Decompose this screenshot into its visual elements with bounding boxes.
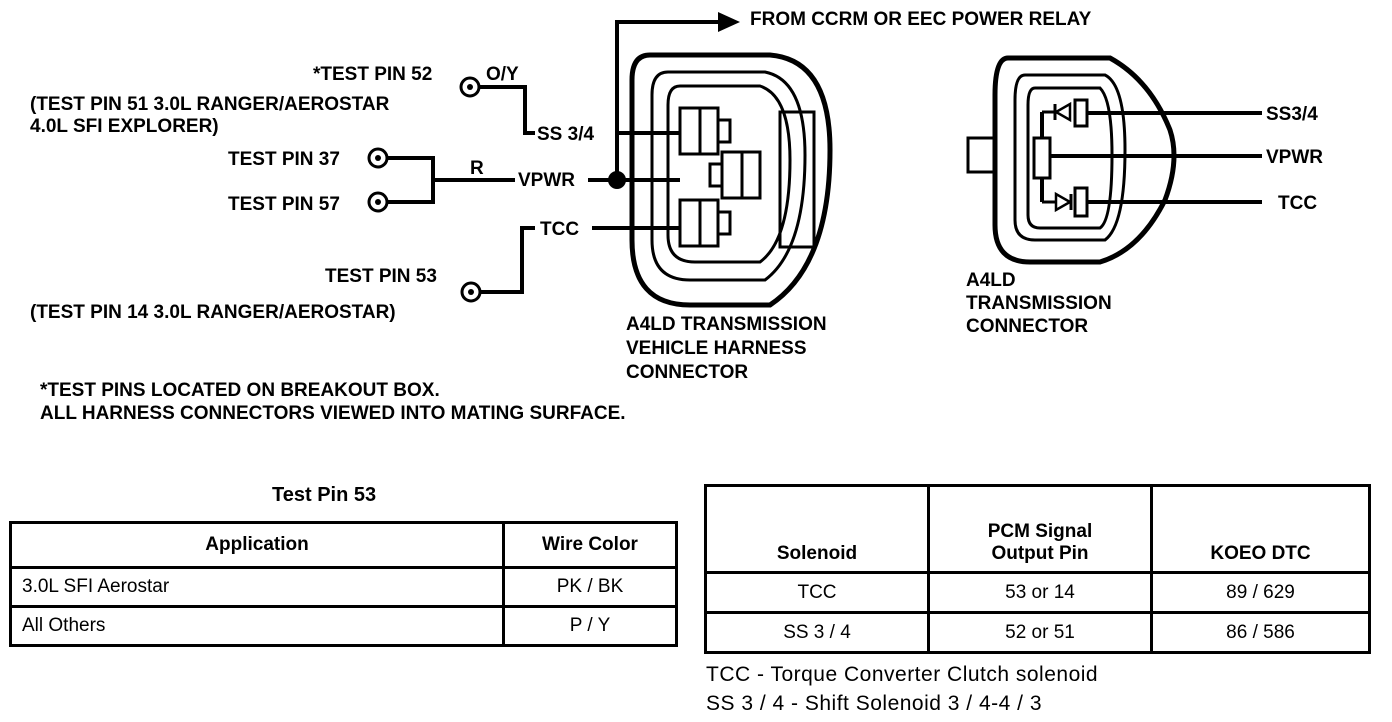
table-row: 3.0L SFI Aerostar PK / BK [9,566,678,608]
solenoid-table: Solenoid PCM Signal Output Pin KOEO DTC … [704,484,1371,654]
trans-caption-line1: A4LD [966,270,1016,291]
note-line2: ALL HARNESS CONNECTORS VIEWED INTO MATIN… [40,403,626,424]
harness-tcc-label: TCC [540,219,579,240]
test-pin-51-label-line2: 4.0L SFI EXPLORER) [30,116,219,137]
table-row: SS 3 / 4 52 or 51 86 / 586 [704,611,1371,654]
wire-color-r: R [470,158,484,179]
header-solenoid: Solenoid [704,484,930,574]
pin-terminal-52 [459,76,481,98]
header-pcm-output-pin: PCM Signal Output Pin [927,484,1153,574]
header-application: Application [9,521,505,569]
table-header-row: Application Wire Color [9,521,678,569]
cell-pcm-pin: 53 or 14 [927,571,1153,614]
test-pin-37-label: TEST PIN 37 [228,149,340,170]
trans-ss34-label: SS3/4 [1266,104,1318,125]
wire-pin37-57 [388,156,435,204]
legend-ss34: SS 3 / 4 - Shift Solenoid 3 / 4-4 / 3 [706,692,1043,715]
header-pcm-line2: Output Pin [991,543,1089,564]
legend-tcc: TCC - Torque Converter Clutch solenoid [706,663,1099,686]
header-pcm-line1: PCM Signal [987,521,1093,542]
cell-solenoid: SS 3 / 4 [704,611,930,654]
harness-ss34-label: SS 3/4 [537,124,594,145]
wire-pin52 [480,85,535,135]
harness-connector [629,52,833,308]
table-header-row: Solenoid PCM Signal Output Pin KOEO DTC [704,484,1371,574]
trans-tcc-label: TCC [1278,193,1317,214]
cell-application: All Others [9,605,505,647]
cell-wire-color: PK / BK [502,566,678,608]
harness-caption-line2: VEHICLE HARNESS [626,338,807,359]
test-pin-14-label: (TEST PIN 14 3.0L RANGER/AEROSTAR) [30,302,396,323]
pin-terminal-37 [367,147,389,169]
harness-caption-line1: A4LD TRANSMISSION [626,314,827,335]
pin53-table: Application Wire Color 3.0L SFI Aerostar… [9,521,678,647]
pin53-table-title: Test Pin 53 [272,484,377,506]
harness-caption-line3: CONNECTOR [626,362,748,383]
header-koeo-dtc: KOEO DTC [1150,484,1371,574]
test-pin-52-label: *TEST PIN 52 [313,64,432,85]
splice-dot [608,171,626,189]
wire-color-oy: O/Y [486,64,519,85]
trans-vpwr-label: VPWR [1266,147,1323,168]
cell-application: 3.0L SFI Aerostar [9,566,505,608]
header-wire-color: Wire Color [502,521,678,569]
table-row: All Others P / Y [9,605,678,647]
table-row: TCC 53 or 14 89 / 629 [704,571,1371,614]
trans-caption-line3: CONNECTOR [966,316,1088,337]
pin-terminal-53 [460,281,482,303]
relay-label: FROM CCRM OR EEC POWER RELAY [750,9,1092,30]
test-pin-57-label: TEST PIN 57 [228,194,340,215]
cell-pcm-pin: 52 or 51 [927,611,1153,654]
cell-koeo-dtc: 86 / 586 [1150,611,1371,654]
cell-koeo-dtc: 89 / 629 [1150,571,1371,614]
test-pin-51-label-line1: (TEST PIN 51 3.0L RANGER/AEROSTAR [30,94,390,115]
trans-caption-line2: TRANSMISSION [966,293,1112,314]
note-line1: *TEST PINS LOCATED ON BREAKOUT BOX. [40,380,440,401]
transmission-connector [966,55,1262,265]
cell-solenoid: TCC [704,571,930,614]
cell-wire-color: P / Y [502,605,678,647]
pin-terminal-57 [367,191,389,213]
wire-pin53 [480,226,535,294]
test-pin-53-label: TEST PIN 53 [325,266,437,287]
relay-wire [615,20,718,180]
harness-vpwr-label: VPWR [518,170,575,191]
arrow-right-icon [718,12,740,32]
